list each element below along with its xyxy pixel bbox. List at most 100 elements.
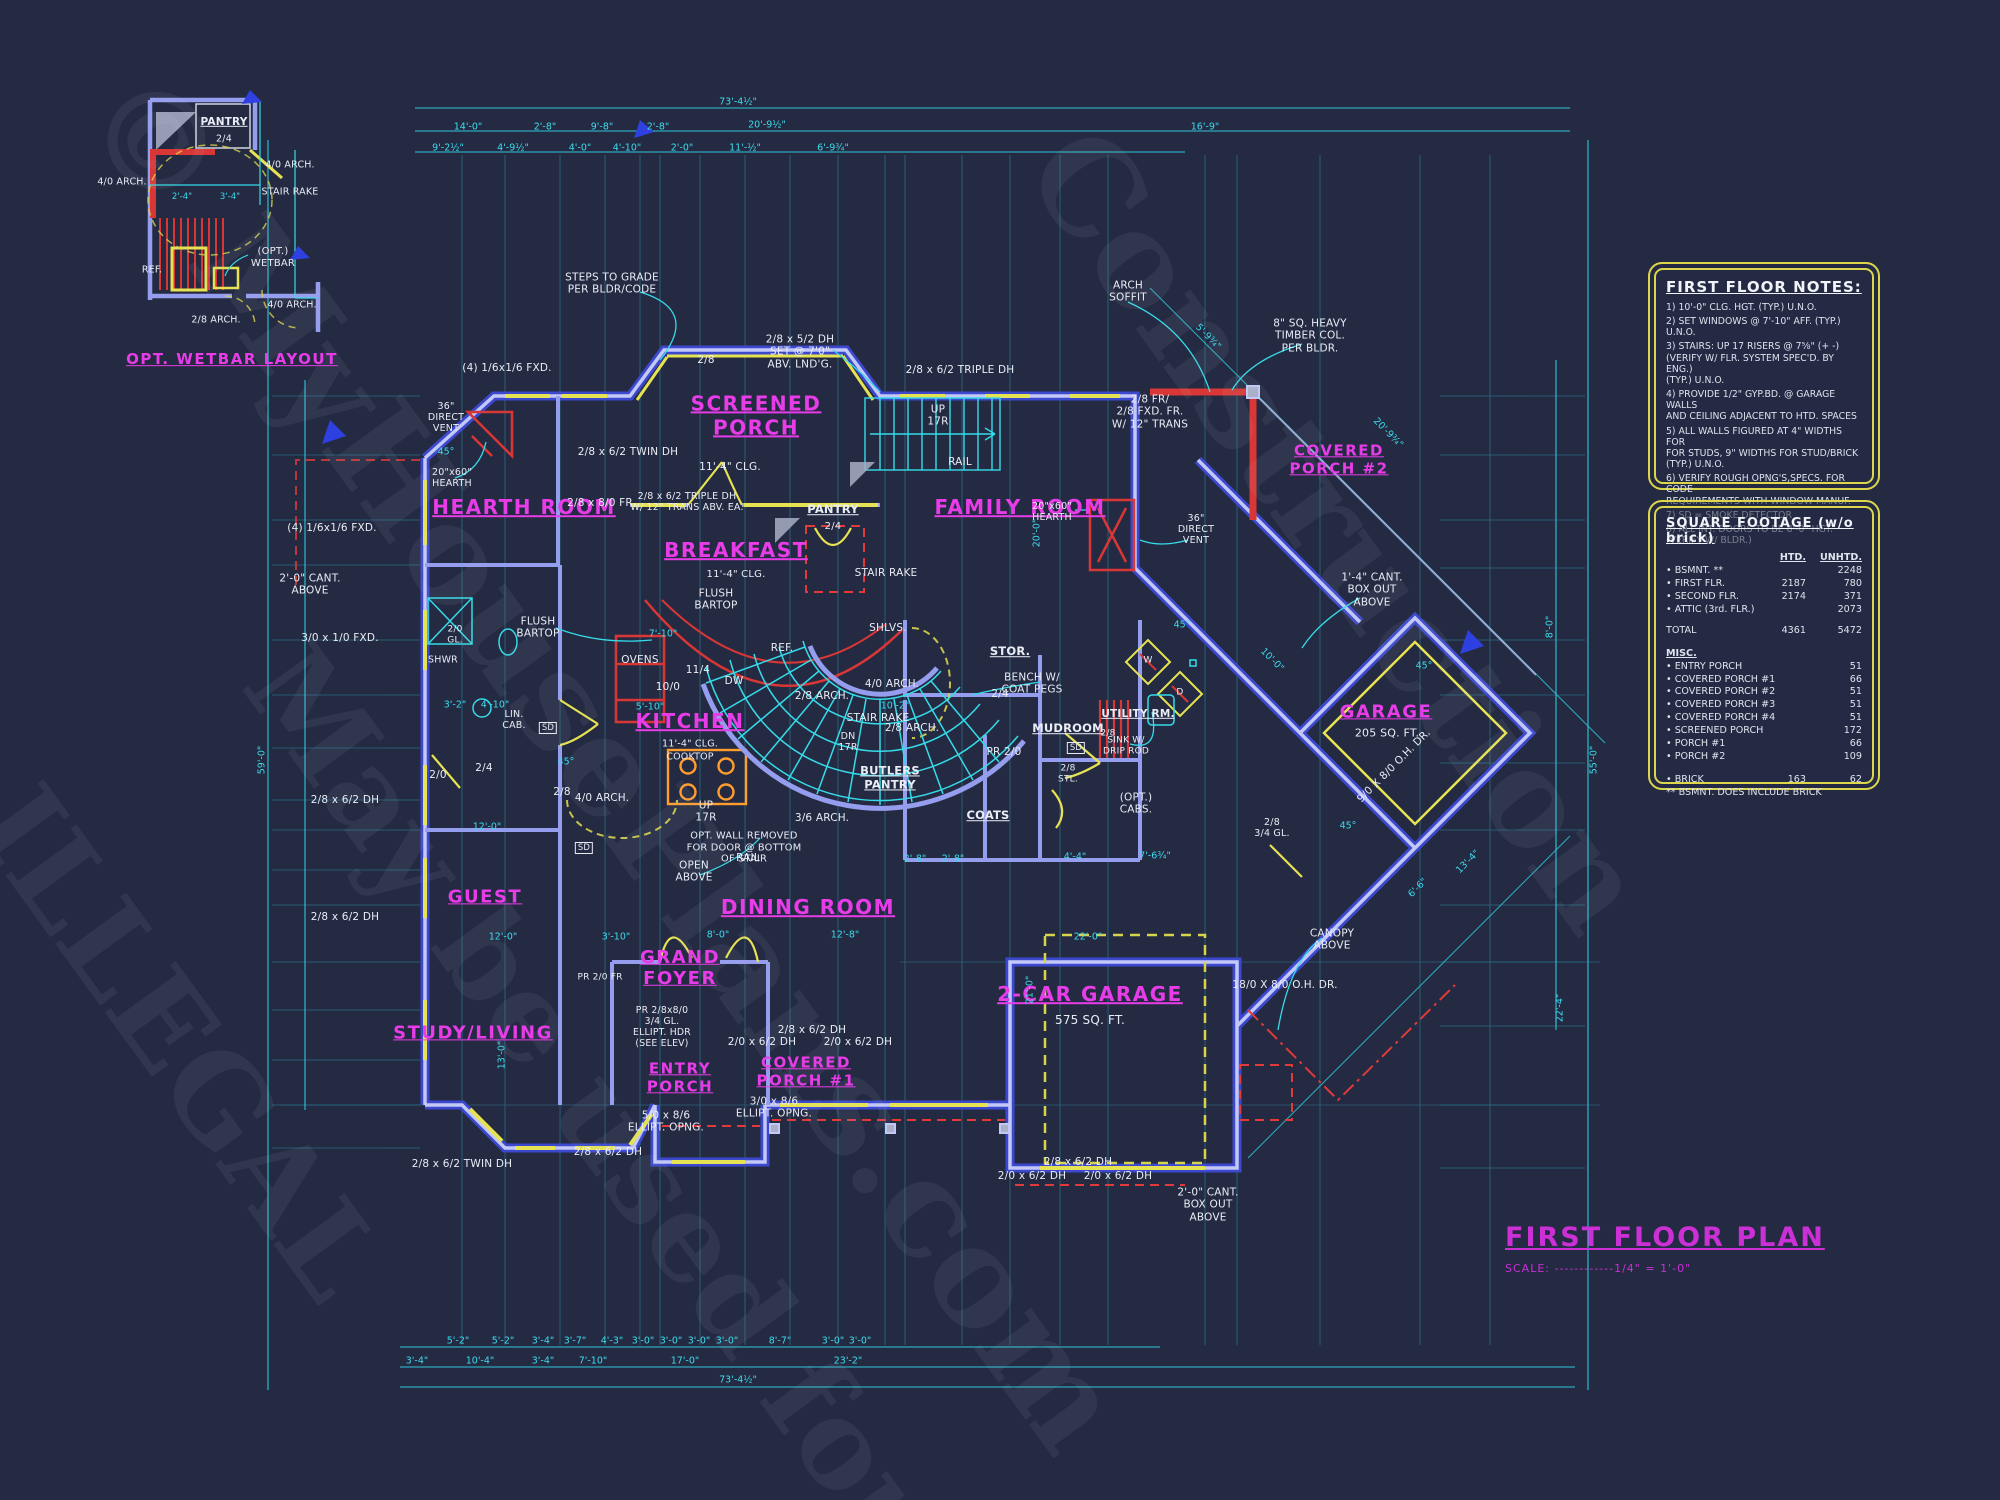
stair-rails — [700, 645, 1026, 811]
section-arrows — [322, 120, 1484, 654]
annotation: 2/8 ARCH. — [884, 721, 940, 734]
dimension: 22'-0" — [1073, 931, 1103, 943]
room-label-coats: COATS — [966, 808, 1010, 823]
dimension: 10'-2" — [880, 700, 910, 712]
note-item: 2) SET WINDOWS @ 7'-10" AFF. (TYP.) U.N.… — [1666, 316, 1841, 339]
door-swings — [431, 461, 1303, 963]
annotation: FLUSH BARTOP — [516, 615, 560, 640]
inset-arch-label: 4/0 ARCH. — [267, 299, 317, 311]
annotation: 2/8 x 6/2 TRIPLE DH — [905, 363, 1015, 376]
annotation: 2/8 — [553, 785, 571, 798]
cooktop-label: COOKTOP — [666, 751, 714, 763]
room-label-stor: STOR. — [989, 644, 1031, 659]
sqft-col-unhtd: UNHTD. — [1819, 552, 1862, 563]
annotation: 2/0 x 6/2 DH — [1083, 1169, 1153, 1182]
red-dashed — [295, 459, 1293, 1186]
annotation: 2/8 ARCH. — [794, 689, 850, 702]
annotation: 2/0 GL. — [447, 624, 463, 645]
note-item: 1) 10'-0" CLG. HGT. (TYP.) U.N.O. — [1666, 302, 1817, 313]
dimension: 22'-4" — [1554, 993, 1566, 1023]
annotation: 8" SQ. HEAVY TIMBER COL. PER BLDR. — [1273, 317, 1347, 355]
sqft-misc-title: MISC. — [1666, 647, 1697, 659]
dimension: 3'-4" — [531, 1355, 555, 1367]
annotation: DW — [724, 674, 744, 687]
annotation: DN 17R — [838, 730, 858, 753]
room-label-hearth: HEARTH ROOM — [432, 495, 616, 520]
garage-sqft: 205 SQ. FT. — [1354, 726, 1420, 740]
annotation: 2'-0" CANT. ABOVE — [279, 572, 341, 597]
inset-dimension: 3'-4" — [219, 191, 241, 202]
annotation: 4/0 ARCH. — [864, 677, 920, 690]
inset-pantry-size: 2/4 — [216, 133, 232, 145]
room-label-shwr: SHWR — [428, 654, 458, 666]
annotation: 2/8 x 6/2 DH — [1043, 1155, 1113, 1168]
annotation: LIN. CAB. — [502, 708, 526, 731]
dimension: 3'-0" — [848, 1335, 872, 1347]
room-label-family: FAMILY ROOM — [934, 495, 1106, 520]
dimension: 4'-3" — [600, 1335, 624, 1347]
annotation: 2/8 — [1100, 728, 1116, 739]
note-item: 3) STAIRS: UP 17 RISERS @ 7⅝" (+ -) (VER… — [1666, 341, 1840, 386]
annotation: 2/8 x 6/2 TWIN DH — [411, 1157, 513, 1170]
dimension: 5'-10" — [635, 701, 665, 713]
washer-tag: W — [1143, 655, 1153, 666]
inset-arch-label: 2/8 ARCH. — [191, 314, 241, 326]
dimension: 12'-8" — [830, 929, 860, 941]
dryer-tag: D — [1176, 687, 1184, 698]
annotation: STAIR RAKE — [854, 566, 918, 579]
dimension: 8'-0" — [706, 929, 730, 941]
annotation: RAIL — [948, 455, 972, 468]
annotation: 4/0 ARCH. — [574, 791, 630, 804]
dimension: 4'-10" — [612, 142, 642, 154]
dimension: 7'-6¾" — [1139, 850, 1171, 862]
annotation: PR 2/0 — [986, 745, 1022, 758]
annotation: STAIR RAKE — [846, 711, 910, 724]
dimension: 4'-0" — [568, 142, 592, 154]
note-item: 5) ALL WALLS FIGURED AT 4" WIDTHS FOR FO… — [1666, 425, 1859, 471]
dimension: 4'-4" — [1063, 851, 1087, 863]
room-label-grand-foyer: GRAND FOYER — [639, 946, 721, 989]
dimension: 3'-7" — [563, 1335, 587, 1347]
annotation: SINK W/ DRIP ROD — [1103, 735, 1149, 756]
room-label-screened-porch: SCREENED PORCH — [690, 391, 822, 439]
dimension: 4'-9½" — [497, 142, 529, 154]
dimension: 3'-2" — [443, 699, 467, 711]
inset-wetbar-label: (OPT.) WETBAR — [250, 246, 296, 269]
annotation: 2/8 — [697, 353, 715, 366]
2-car-garage-sqft: 575 SQ. FT. — [1054, 1012, 1126, 1027]
dimension: 3'-4" — [531, 1335, 555, 1347]
inset-dimension: 2'-4" — [171, 191, 193, 202]
sqft-col-htd: HTD. — [1779, 552, 1806, 563]
corner-wedge — [775, 518, 800, 543]
washer-dryer — [1124, 638, 1204, 718]
annotation: (4) 1/6x1/6 FXD. — [287, 521, 377, 534]
dimension: 23'-2" — [833, 1355, 863, 1367]
dimension-frame — [267, 107, 1606, 1390]
dimension: 14'-0" — [453, 121, 483, 133]
annotation: 45° — [1339, 820, 1357, 832]
annotation: 36" DIRECT VENT — [427, 401, 465, 435]
annotation: STEPS TO GRADE PER BLDR/CODE — [565, 271, 659, 296]
annotation: 2/8 STL. — [1058, 763, 1078, 784]
room-label-study-living: STUDY/LIVING — [393, 1022, 553, 1044]
annotation: 20"x60" HEARTH — [1032, 500, 1072, 523]
annotation: 5/0 x 8/6 ELLIPT. OPNG. — [627, 1109, 705, 1134]
dimension: 3'-0" — [659, 1335, 683, 1347]
dimension: 3'-0" — [631, 1335, 655, 1347]
room-label-covered-porch-2: COVERED PORCH #2 — [1289, 441, 1389, 477]
notes-title: FIRST FLOOR NOTES: — [1666, 278, 1862, 296]
room-label-garage: GARAGE — [1339, 701, 1433, 723]
annotation: 2/4 — [991, 687, 1009, 700]
dimension: 7'-10" — [578, 1355, 608, 1367]
red-fixtures — [464, 388, 1257, 758]
annotation: REF. — [770, 641, 794, 654]
dimension: 3'-4" — [405, 1355, 429, 1367]
inset-stair-rake-label: STAIR RAKE — [261, 186, 319, 198]
dimension: 3'-0" — [821, 1335, 845, 1347]
